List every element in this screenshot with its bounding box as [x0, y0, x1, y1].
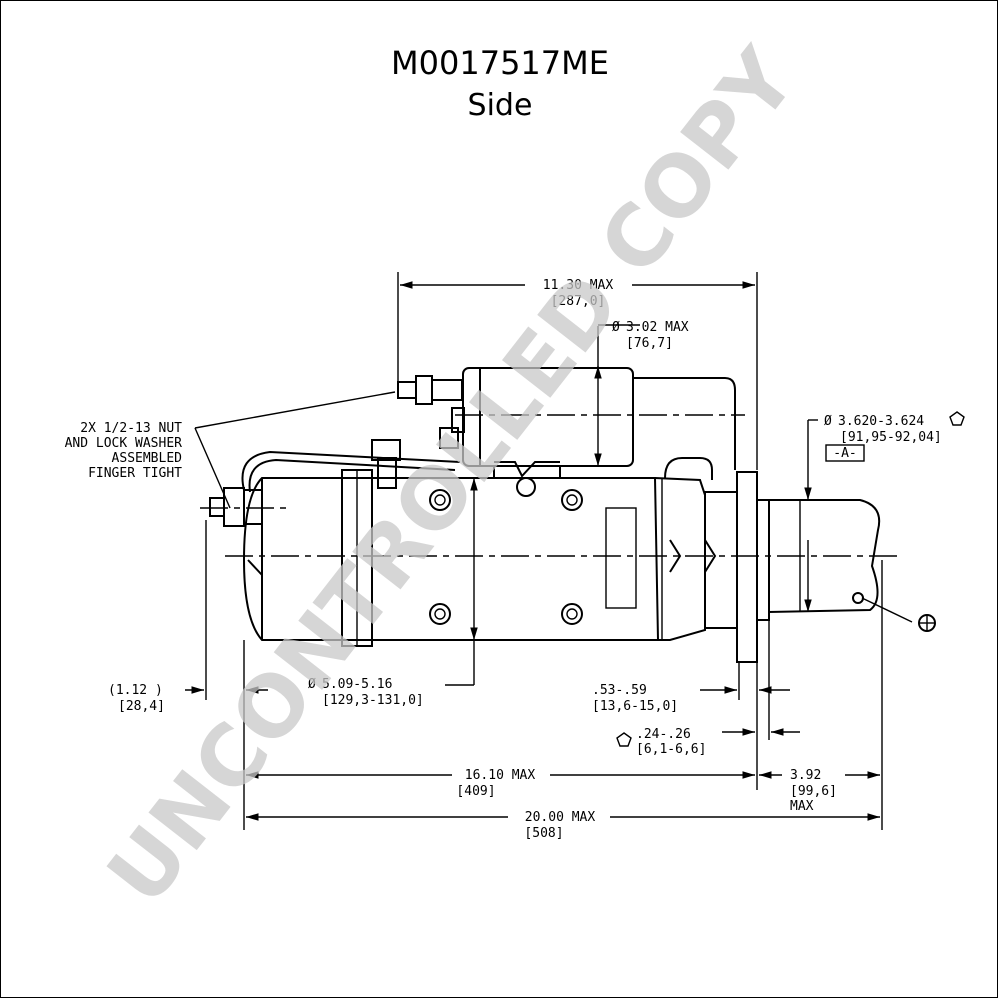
- datum-label: -A-: [833, 446, 856, 461]
- mounting-bolts: [429, 477, 583, 625]
- nut-note-line-1: 2X 1/2-13 NUT: [80, 421, 182, 436]
- terminal-offset-label: (1.12 ): [108, 683, 163, 698]
- dimension-lines: [185, 281, 880, 821]
- nut-note-line-3: ASSEMBLED: [112, 451, 183, 466]
- nut-note-line-2: AND LOCK WASHER: [65, 436, 183, 451]
- flange-thickness-label: .53-.59: [592, 683, 647, 698]
- total-length-metric-label: [508]: [524, 826, 563, 841]
- diameter-symbol-icon: Ø: [308, 677, 316, 692]
- total-length-label: 20.00 MAX: [525, 810, 596, 825]
- diameter-symbol-icon: Ø: [612, 320, 620, 335]
- tolerance-pentagon-icon: [616, 732, 632, 747]
- flange-thickness-metric-label: [13,6-15,0]: [592, 699, 678, 714]
- body-length-label: 16.10 MAX: [465, 768, 536, 783]
- body-diameter-metric-label: [129,3-131,0]: [322, 693, 424, 708]
- diameter-symbol-icon: Ø: [824, 414, 832, 429]
- overall-width-label: 11.30 MAX: [543, 278, 614, 293]
- datum-box: [825, 444, 865, 462]
- motor-body: [242, 469, 706, 647]
- nose-length-metric-label: [99,6]: [790, 784, 837, 799]
- body-length-metric-label: [409]: [456, 784, 495, 799]
- body-diameter-label: 5.09-5.16: [322, 677, 392, 692]
- part-number-title: M0017517ME: [391, 44, 609, 82]
- uncontrolled-copy-watermark: UNCONTROLLED COPY: [89, 30, 816, 922]
- nose-length-label: 3.92: [790, 768, 821, 783]
- solenoid: [397, 367, 736, 478]
- overall-width-metric-label: [287,0]: [551, 294, 606, 309]
- tolerance-pentagon-icon: [949, 411, 965, 426]
- pilot-diameter-metric-label: [91,95-92,04]: [840, 430, 942, 445]
- pilot-length-metric-label: [6,1-6,6]: [636, 742, 706, 757]
- nose-length-max-label: MAX: [790, 799, 814, 814]
- extension-lines: [205, 272, 883, 830]
- view-subtitle: Side: [467, 88, 533, 123]
- pilot-length-label: .24-.26: [636, 727, 691, 742]
- pilot-diameter-label: 3.620-3.624: [838, 414, 924, 429]
- nose-housing: [664, 457, 936, 663]
- solenoid-diameter-label: 3.02 MAX: [626, 320, 689, 335]
- nut-note-line-4: FINGER TIGHT: [88, 466, 182, 481]
- solenoid-diameter-metric-label: [76,7]: [626, 336, 673, 351]
- terminal-lead: [209, 439, 461, 576]
- terminal-offset-metric-label: [28,4]: [118, 699, 165, 714]
